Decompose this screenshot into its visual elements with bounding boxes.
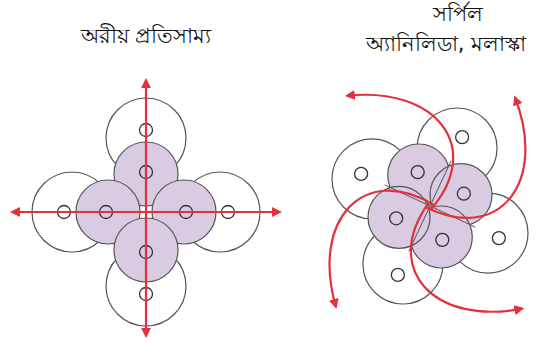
- panel-subtitle: অ্যানিলিডা, মলাস্কা: [366, 32, 526, 57]
- spiral-cleavage: [330, 95, 528, 312]
- radial-cleavage: [12, 80, 280, 336]
- panel-title: অরীয় প্রতিসাম্য: [81, 24, 212, 49]
- panel-title: সর্পিল: [433, 2, 483, 27]
